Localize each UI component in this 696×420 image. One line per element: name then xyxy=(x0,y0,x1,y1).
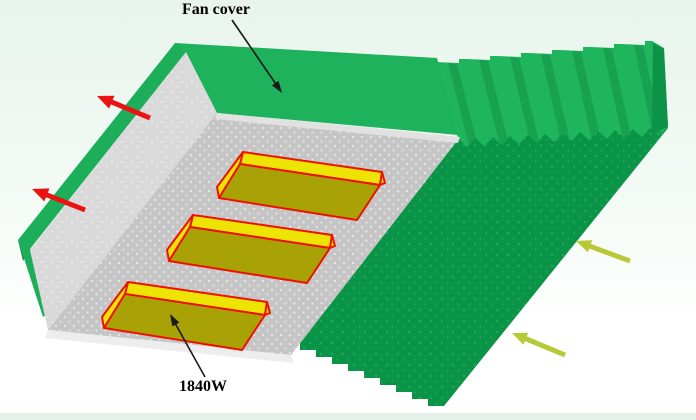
fan-grille-perforation xyxy=(30,52,217,330)
power-label: 1840W xyxy=(179,378,227,395)
heat-source-right-sliver xyxy=(379,171,386,186)
fin-groove xyxy=(572,51,603,147)
fan-cover-top xyxy=(175,43,458,135)
heat-source-top xyxy=(103,293,266,351)
fin-groove xyxy=(510,57,541,147)
outlet-flow-arrow xyxy=(97,95,151,121)
heat-source-top xyxy=(218,163,381,221)
base-plate-bottom-edge xyxy=(45,330,294,363)
viewport-bottom-strip xyxy=(0,413,696,420)
fin-groove xyxy=(541,54,572,147)
inlet-flow-arrow xyxy=(512,332,566,358)
fin-groove xyxy=(479,60,510,147)
heat-source-right-sliver xyxy=(329,234,336,249)
outlet-flow-arrow xyxy=(32,188,86,213)
fin-groove xyxy=(603,48,634,147)
fin-groove xyxy=(448,63,479,147)
tray-side-face-perforation xyxy=(300,124,668,406)
fan-cover-callout-arrow xyxy=(231,19,282,93)
fan-cover-label: Fan cover xyxy=(182,1,250,18)
fins-right-face xyxy=(652,43,668,134)
power-callout-arrow xyxy=(170,314,206,378)
heat-source-top xyxy=(168,226,331,284)
inlet-flow-arrow xyxy=(576,240,631,264)
heat-source-right-sliver xyxy=(264,301,271,316)
base-plate-top-edge xyxy=(215,113,460,143)
